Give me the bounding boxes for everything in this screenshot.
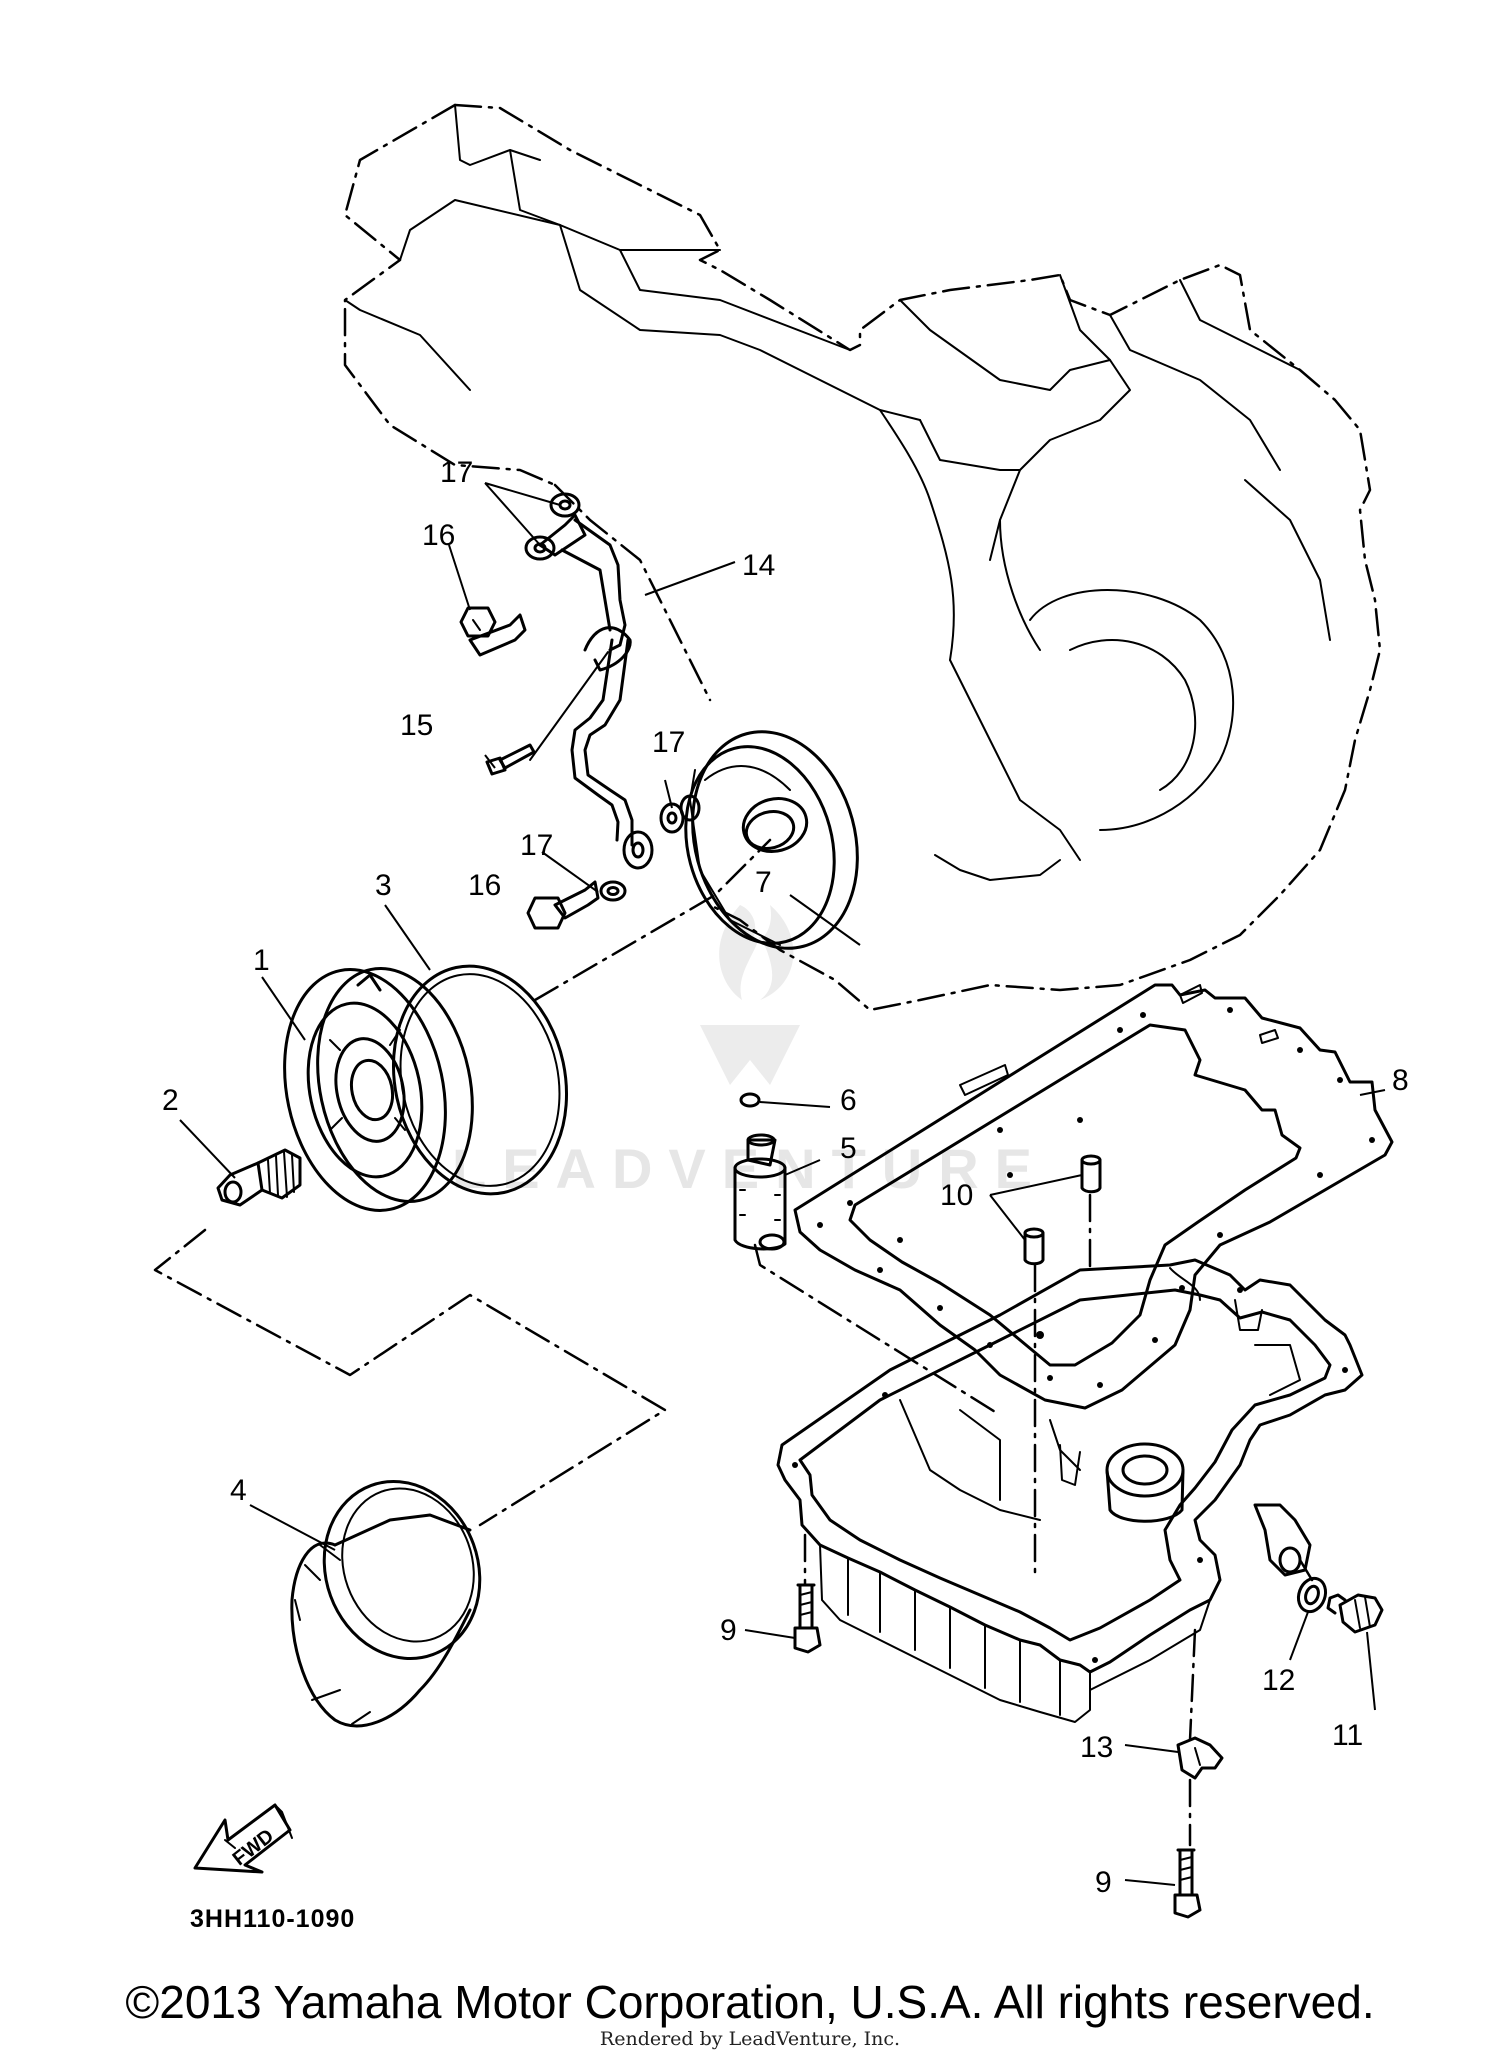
assembly-lines	[153, 838, 1314, 1847]
callout-8: 8	[1392, 1064, 1409, 1097]
engine-block-phantom	[343, 103, 1382, 1012]
fwd-label: FWD	[229, 1825, 278, 1870]
oil-delivery-pipe	[524, 492, 701, 870]
callout-12: 12	[1262, 1664, 1295, 1697]
callout-5: 5	[840, 1132, 857, 1165]
callout-11: 11	[1332, 1719, 1363, 1752]
oil-filter	[290, 1480, 482, 1728]
forward-arrow-icon: FWD	[193, 1803, 293, 1874]
callout-6: 6	[840, 1084, 857, 1117]
leader-lines	[179, 482, 1386, 1886]
callout-17-upper: 17	[440, 456, 473, 489]
pan-bolt-right	[1173, 1848, 1202, 1919]
callout-14: 14	[742, 549, 775, 582]
callout-16-lower: 16	[468, 869, 501, 902]
oil-filter-mount	[684, 730, 859, 950]
union-bolt-upper	[459, 606, 527, 657]
callout-9-right: 9	[1095, 1866, 1112, 1899]
callout-9-left: 9	[720, 1614, 737, 1647]
copper-washers	[599, 880, 627, 902]
callout-13: 13	[1080, 1731, 1113, 1764]
union-bolt-lower	[526, 880, 600, 930]
oil-cooler-union-bolt	[216, 1148, 302, 1207]
wire-clip	[1176, 1736, 1224, 1780]
callout-7: 7	[755, 866, 772, 899]
oil-pan-gasket	[793, 983, 1394, 1410]
callout-15: 15	[400, 709, 433, 742]
drain-washer	[1296, 1576, 1328, 1614]
small-bolt	[485, 743, 536, 776]
drain-plug	[1326, 1593, 1384, 1634]
callout-2: 2	[162, 1084, 179, 1117]
callout-4: 4	[230, 1474, 247, 1507]
callout-17-lower: 17	[520, 829, 553, 862]
pan-bolt-left	[793, 1583, 822, 1654]
dowel-pins	[1023, 1154, 1102, 1266]
oil-pan	[776, 1258, 1364, 1723]
callout-1: 1	[253, 944, 270, 977]
leadventure-watermark: LEADVENTURE	[452, 905, 1032, 1200]
copyright-notice: ©2013 Yamaha Motor Corporation, U.S.A. A…	[125, 1976, 1374, 2028]
o-ring	[391, 964, 569, 1196]
callout-10: 10	[940, 1179, 973, 1212]
render-credit: Rendered by LeadVenture, Inc.	[600, 2028, 900, 2050]
callout-3: 3	[375, 869, 392, 902]
oil-strainer	[733, 1092, 787, 1251]
callout-16-upper: 16	[422, 519, 455, 552]
callout-17-middle: 17	[652, 726, 685, 759]
callout-labels: 1 2 3 4 5 6 7 8 9 9 10 11 12 13 14 15 16…	[162, 456, 1409, 1899]
diagram-code: 3HH110-1090	[190, 1905, 355, 1933]
oil-cooler	[283, 967, 474, 1212]
